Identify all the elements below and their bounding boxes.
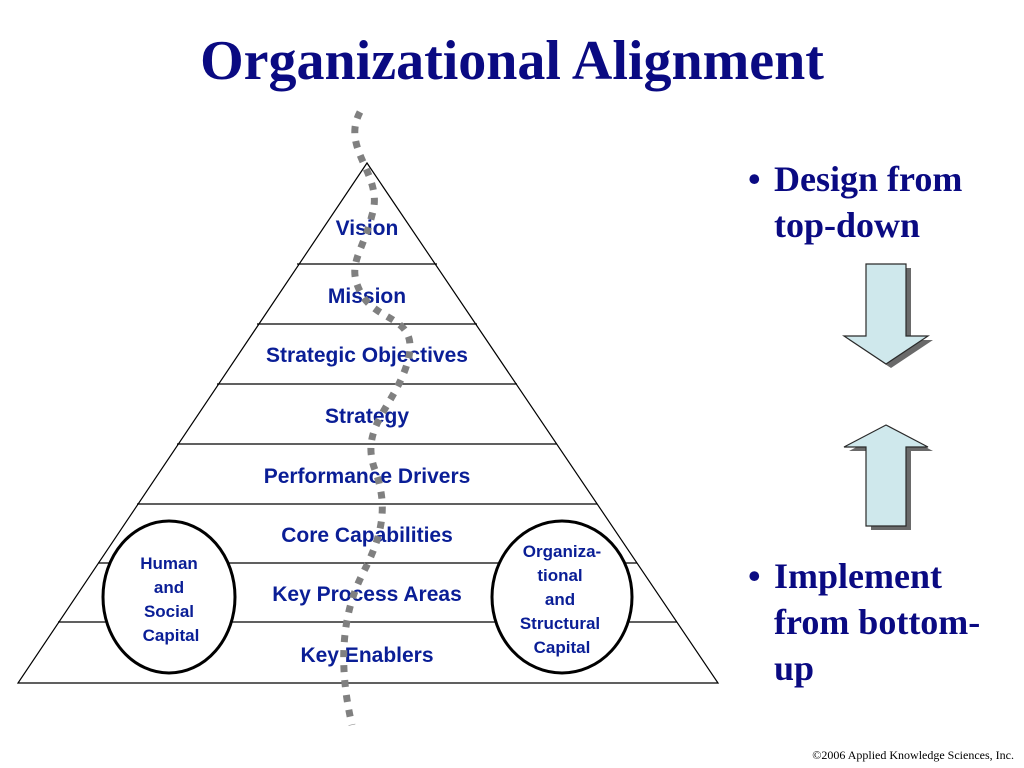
right-oval-label-line: Structural (520, 614, 600, 633)
layer-label-core-capabilities: Core Capabilities (281, 524, 453, 547)
bullet-line: Implement (774, 556, 942, 596)
human-social-capital-oval (101, 519, 237, 675)
right-oval-label-line: Organiza- (523, 542, 601, 561)
bullet-design-top-down: • Design from top-down (748, 156, 1018, 248)
bullet-marker: • (748, 159, 761, 199)
layer-label-key-enablers: Key Enablers (300, 644, 433, 667)
left-oval-label-line: Social (144, 602, 194, 621)
left-oval-label-line: Human (140, 554, 198, 573)
copyright-notice: ©2006 Applied Knowledge Sciences, Inc. (812, 748, 1014, 762)
layer-label-strategy: Strategy (325, 405, 409, 428)
up-arrow-icon (843, 424, 933, 530)
layer-label-key-process-areas: Key Process Areas (272, 583, 462, 606)
bullet-marker: • (748, 556, 761, 596)
bullet-line: top-down (774, 205, 921, 245)
right-oval-label-line: tional (537, 566, 582, 585)
alignment-wavy-line (340, 110, 414, 726)
bullet-implement-bottom-up: • Implement from bottom- up (748, 553, 1018, 691)
organizational-structural-capital-oval (490, 519, 634, 675)
right-oval-label-line: Capital (534, 638, 591, 657)
right-oval-label-line: and (545, 590, 575, 609)
bullet-line: Design from (774, 159, 963, 199)
layer-label-strategic-objectives: Strategic Objectives (266, 344, 468, 367)
bullet-line: from bottom- (774, 602, 981, 642)
bullet-line: up (774, 648, 815, 688)
down-arrow-icon (842, 263, 933, 368)
slide-title: Organizational Alignment (200, 30, 824, 92)
left-oval-label-line: Capital (143, 626, 200, 645)
layer-label-performance-drivers: Performance Drivers (264, 465, 471, 488)
left-oval-label-line: and (154, 578, 184, 597)
